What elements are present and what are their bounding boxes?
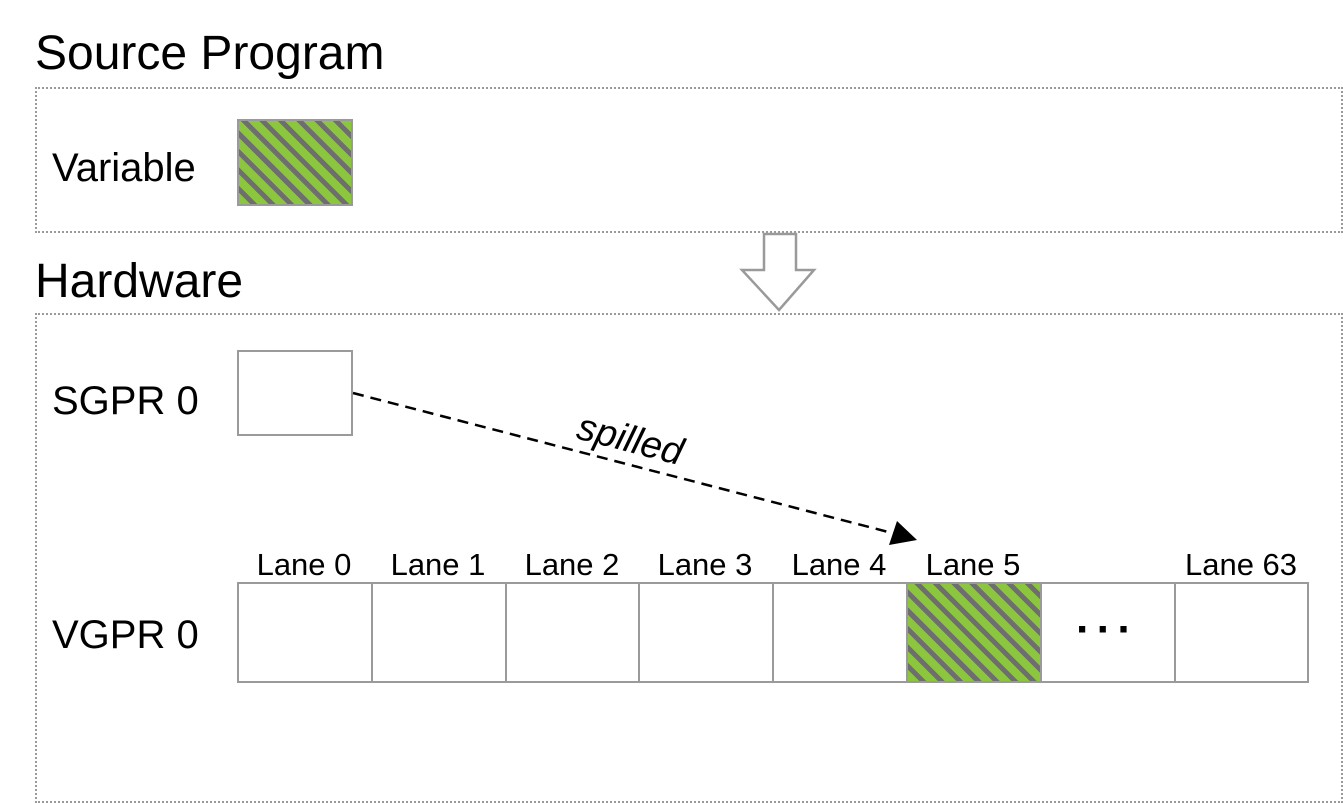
lane-label-1: Lane 1	[390, 547, 486, 582]
source-program-heading: Source Program	[35, 27, 385, 80]
vgpr-ellipsis-cell	[1040, 582, 1176, 683]
spill-label: spilled	[573, 406, 690, 474]
spill-arrow-line	[352, 391, 897, 536]
lane-label-4: Lane 4	[791, 547, 887, 582]
hardware-heading: Hardware	[35, 255, 244, 308]
vgpr-lane-63-cell	[1174, 582, 1309, 683]
sgpr-register-box	[237, 350, 353, 436]
vgpr-lane-3-cell	[638, 582, 774, 683]
vgpr-lane-5-cell	[906, 582, 1042, 683]
lane-label-0: Lane 0	[256, 547, 352, 582]
hardware-panel	[35, 313, 1343, 803]
lane-label-2: Lane 2	[524, 547, 620, 582]
sgpr-label: SGPR 0	[52, 379, 199, 423]
source-program-panel	[35, 87, 1343, 233]
lane-label-5: Lane 5	[925, 547, 1021, 582]
variable-label: Variable	[52, 146, 196, 190]
vgpr-lane-2-cell	[505, 582, 640, 683]
spill-arrowhead	[889, 521, 917, 545]
compile-down-arrow	[739, 232, 817, 312]
variable-box	[237, 119, 353, 206]
vgpr-label: VGPR 0	[52, 613, 199, 657]
vgpr-lane-0-cell	[237, 582, 373, 683]
lanes-ellipsis: ···	[1076, 605, 1138, 654]
lane-label-63: Lane 63	[1184, 547, 1298, 582]
lane-label-3: Lane 3	[657, 547, 753, 582]
